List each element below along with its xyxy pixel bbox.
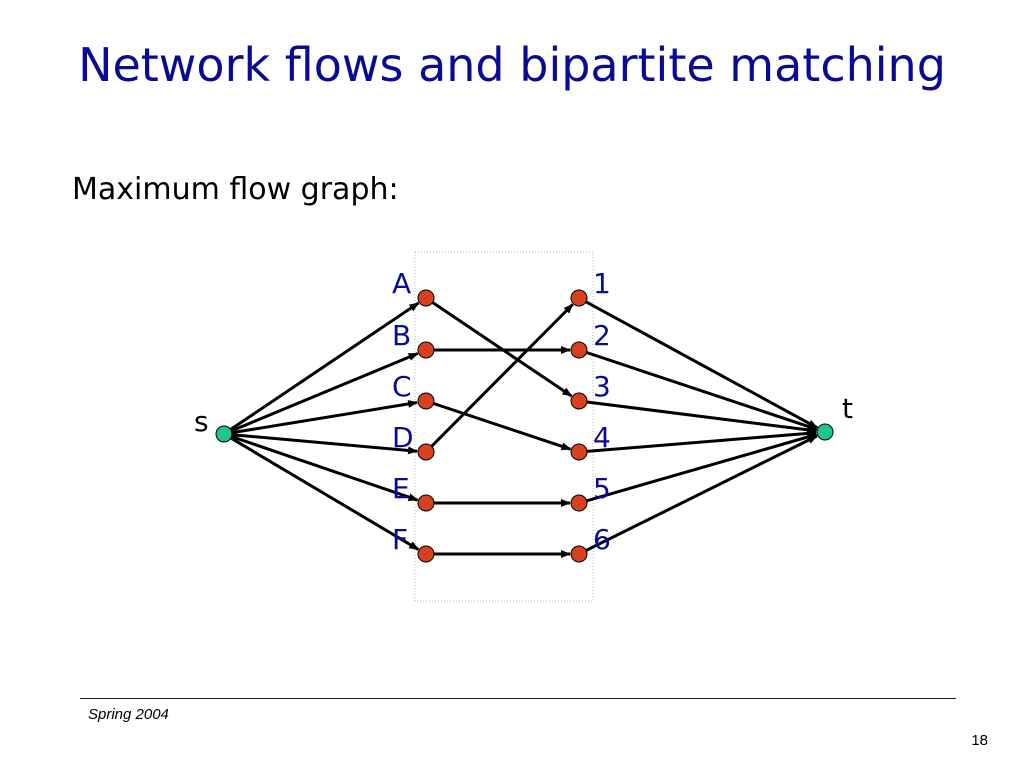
left-node-B: [417, 341, 435, 359]
right-node-4: [570, 443, 588, 461]
page-number: 18: [971, 732, 988, 749]
right-label-6: 6: [593, 523, 611, 556]
edge-2-t: [586, 351, 818, 431]
right-label-4: 4: [593, 421, 611, 454]
edge-3-t: [586, 400, 818, 434]
left-label-B: B: [392, 319, 411, 352]
edge-D-1: [430, 303, 574, 448]
left-node-C: [417, 392, 435, 410]
left-label-A: A: [392, 267, 411, 300]
left-node-F: [417, 545, 435, 563]
footer-divider: [80, 698, 956, 699]
slide-title: Network flows and bipartite matching: [78, 38, 946, 92]
sink-label: t: [842, 392, 853, 425]
right-label-3: 3: [593, 370, 611, 403]
edge-s-D: [231, 433, 418, 455]
edge-6-t: [585, 434, 818, 552]
edges: [229, 300, 818, 558]
right-node-1: [570, 289, 588, 307]
edge-s-B: [230, 352, 419, 433]
edge-4-t: [586, 429, 817, 453]
right-label-5: 5: [593, 472, 611, 505]
right-label-1: 1: [593, 267, 611, 300]
left-node-A: [417, 289, 435, 307]
sink-node-t: [816, 423, 834, 441]
edge-s-E: [231, 435, 419, 502]
matching-box: [414, 251, 594, 602]
left-label-F: F: [392, 523, 408, 556]
right-label-2: 2: [593, 319, 611, 352]
edge-s-A: [229, 301, 420, 431]
slide-subtitle: Maximum flow graph:: [72, 172, 399, 207]
left-node-E: [417, 494, 435, 512]
edge-5-t: [586, 433, 818, 503]
edge-s-F: [230, 436, 420, 551]
right-node-2: [570, 341, 588, 359]
left-label-E: E: [392, 472, 410, 505]
right-node-6: [570, 545, 588, 563]
edge-1-t: [585, 300, 818, 430]
right-node-5: [570, 494, 588, 512]
nodes: [215, 289, 834, 563]
left-node-D: [417, 443, 435, 461]
left-label-C: C: [392, 370, 412, 403]
edge-C-4: [433, 402, 572, 451]
source-label: s: [194, 405, 209, 438]
source-node-s: [215, 425, 233, 443]
footer-text: Spring 2004: [88, 706, 169, 723]
right-node-3: [570, 392, 588, 410]
edge-s-C: [231, 400, 419, 435]
left-label-D: D: [392, 421, 414, 454]
